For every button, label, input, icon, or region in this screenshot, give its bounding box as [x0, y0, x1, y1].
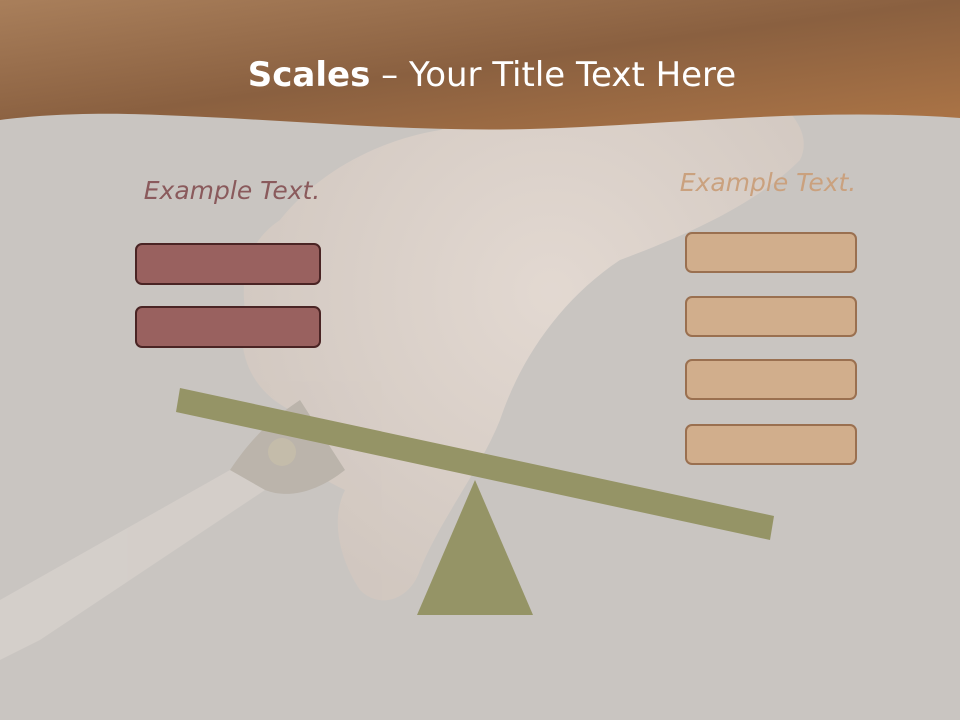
- left-label: Example Text.: [143, 176, 321, 205]
- title-rest: – Your Title Text Here: [370, 55, 737, 95]
- left-box-1[interactable]: [135, 243, 321, 285]
- right-box-1[interactable]: [685, 232, 857, 273]
- right-box-3[interactable]: [685, 359, 857, 400]
- right-box-4[interactable]: [685, 424, 857, 465]
- header-band: [0, 0, 960, 130]
- slide-title: Scales – Your Title Text Here: [0, 52, 960, 98]
- title-bold: Scales: [247, 55, 371, 95]
- right-label: Example Text.: [679, 168, 857, 197]
- left-box-2[interactable]: [135, 306, 321, 348]
- right-box-2[interactable]: [685, 296, 857, 337]
